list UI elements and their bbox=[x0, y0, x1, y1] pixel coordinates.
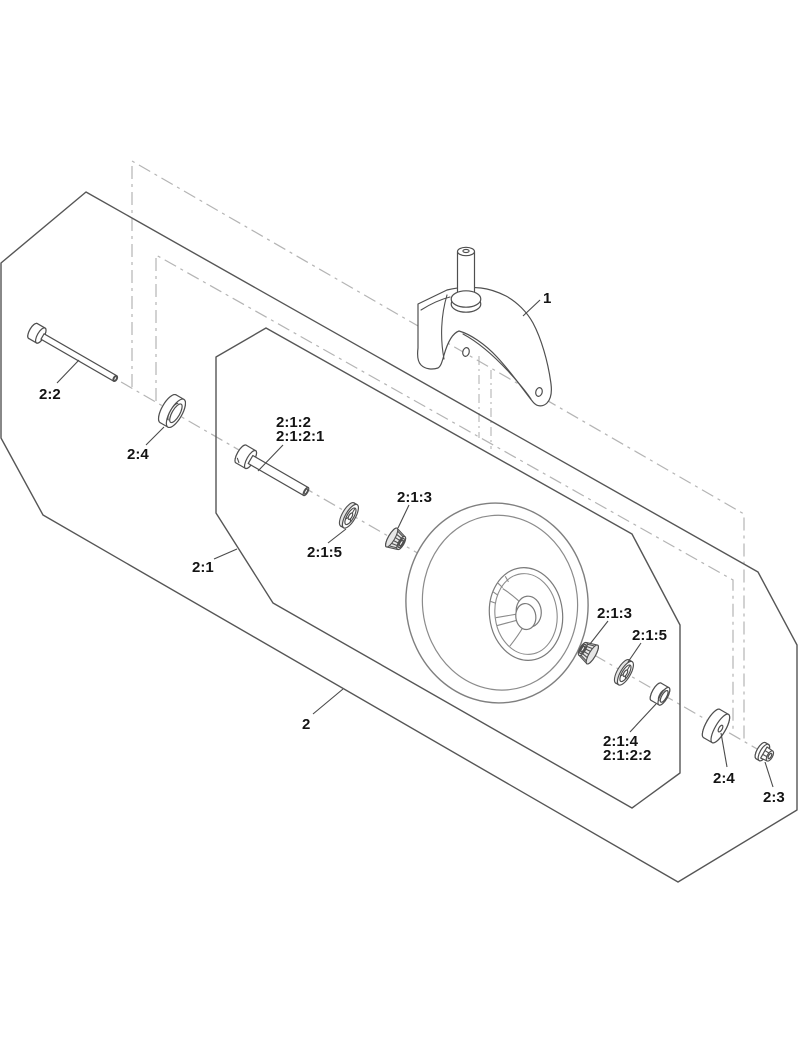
callout-leader-lines bbox=[56, 299, 774, 788]
outer-panel-outline bbox=[0, 191, 798, 883]
bearing-right bbox=[577, 641, 599, 665]
seal-right bbox=[613, 659, 635, 686]
fork-stem-top bbox=[456, 246, 476, 257]
spacer-disc-right bbox=[701, 708, 731, 744]
fork-bend-lines bbox=[420, 294, 532, 400]
phantom-panel-2-outline bbox=[155, 253, 734, 731]
caster-fork bbox=[417, 246, 552, 407]
callout-2-4-left: 2:4 bbox=[127, 446, 149, 463]
wheel-hub bbox=[488, 567, 564, 661]
fork-hole-left bbox=[462, 347, 470, 357]
inner-panel-outline bbox=[215, 327, 681, 809]
fork-hole-right bbox=[535, 387, 543, 397]
flange-nut bbox=[754, 741, 775, 762]
callout-2-1-3-left: 2:1:3 bbox=[397, 489, 432, 506]
fork-collar-upper bbox=[450, 290, 482, 308]
spacer-ring-left bbox=[157, 393, 187, 429]
callout-2-1-3-right: 2:1:3 bbox=[597, 605, 632, 622]
axle-tube bbox=[234, 444, 310, 497]
callout-2-1-4: 2:1:4 bbox=[603, 733, 639, 750]
callout-2-1: 2:1 bbox=[192, 559, 214, 576]
callout-2-1-2-2: 2:1:2:2 bbox=[603, 747, 651, 764]
bolt bbox=[27, 322, 119, 382]
callout-2-3: 2:3 bbox=[763, 789, 785, 806]
callout-2-1-5-right: 2:1:5 bbox=[632, 627, 667, 644]
callout-2-4-right: 2:4 bbox=[713, 770, 735, 787]
callout-2: 2 bbox=[302, 716, 310, 733]
callout-1: 1 bbox=[543, 290, 551, 307]
seal-left bbox=[338, 502, 360, 529]
callout-2-1-5-left: 2:1:5 bbox=[307, 544, 342, 561]
callout-2-2: 2:2 bbox=[39, 386, 61, 403]
callout-labels: 1 2:2 2:4 2:1:2 2:1:2:1 2:1:5 2:1:3 2:1 … bbox=[39, 290, 785, 806]
callout-2-1-2: 2:1:2 bbox=[276, 414, 311, 431]
bearing-left bbox=[385, 527, 407, 551]
callout-2-1-2-1: 2:1:2:1 bbox=[276, 428, 324, 445]
fork-body bbox=[417, 286, 552, 407]
bushing bbox=[649, 682, 671, 706]
